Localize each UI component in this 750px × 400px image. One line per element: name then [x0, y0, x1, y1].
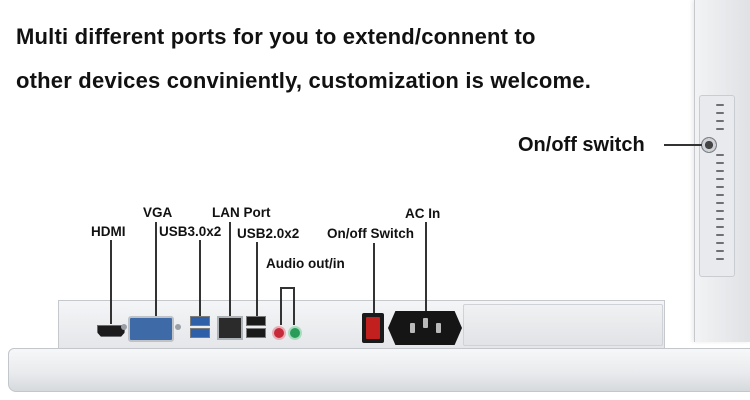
chassis-cover-plate [463, 304, 663, 346]
monitor-side-view [694, 0, 750, 342]
leader-line [199, 240, 201, 316]
ac-pin [423, 318, 428, 328]
usb2-port [246, 328, 266, 338]
vga-screw [175, 324, 181, 330]
usb3-label: USB3.0x2 [159, 224, 222, 239]
leader-line [293, 287, 295, 325]
headline-line-1: Multi different ports for you to extend/… [16, 24, 536, 49]
usb3-port [190, 316, 210, 326]
ac-pin [410, 323, 415, 333]
vent-slot [716, 226, 724, 228]
vent-slot [716, 250, 724, 252]
lan-port [217, 316, 243, 340]
vent-slot [716, 104, 724, 106]
leader-line [280, 287, 282, 325]
vent-slot [716, 242, 724, 244]
vent-slot [716, 234, 724, 236]
hdmi-label: HDMI [91, 224, 126, 239]
headline-line-2: other devices conviniently, customizatio… [16, 68, 592, 93]
side-power-switch [701, 137, 717, 153]
leader-line [229, 222, 231, 316]
rocker-switch-actuator [366, 317, 380, 339]
side-vent-panel [699, 95, 735, 277]
vent-slot [716, 120, 724, 122]
usb2-port [246, 316, 266, 326]
monitor-front-bezel [8, 348, 750, 392]
usb3-port [190, 328, 210, 338]
vent-slot [716, 258, 724, 260]
vent-slot [716, 194, 724, 196]
vent-slot [716, 218, 724, 220]
audio-label: Audio out/in [266, 256, 345, 271]
vent-slot [716, 178, 724, 180]
vent-slot [716, 112, 724, 114]
audio-in-jack [288, 326, 302, 340]
ac-in-label: AC In [405, 206, 441, 221]
vent-slot [716, 162, 724, 164]
ac-pin [436, 323, 441, 333]
vga-screw [121, 324, 127, 330]
vent-slot [716, 154, 724, 156]
vent-slot [716, 186, 724, 188]
leader-line [280, 287, 294, 289]
side-onoff-label: On/off switch [518, 134, 645, 156]
leader-line [155, 222, 157, 316]
leader-line [425, 222, 427, 311]
audio-out-jack [272, 326, 286, 340]
leader-line [256, 242, 258, 316]
onoff-switch-label: On/off Switch [327, 226, 414, 241]
vent-slot [716, 210, 724, 212]
vga-label: VGA [143, 205, 173, 220]
usb2-label: USB2.0x2 [237, 226, 300, 241]
vga-port [128, 316, 174, 342]
hdmi-port [97, 325, 125, 337]
leader-line [373, 243, 375, 313]
lan-label: LAN Port [212, 205, 271, 220]
leader-line [110, 240, 112, 324]
vent-slot [716, 202, 724, 204]
vent-slot [716, 170, 724, 172]
vent-slot [716, 128, 724, 130]
ac-inlet [388, 311, 462, 345]
leader-line [664, 144, 702, 146]
